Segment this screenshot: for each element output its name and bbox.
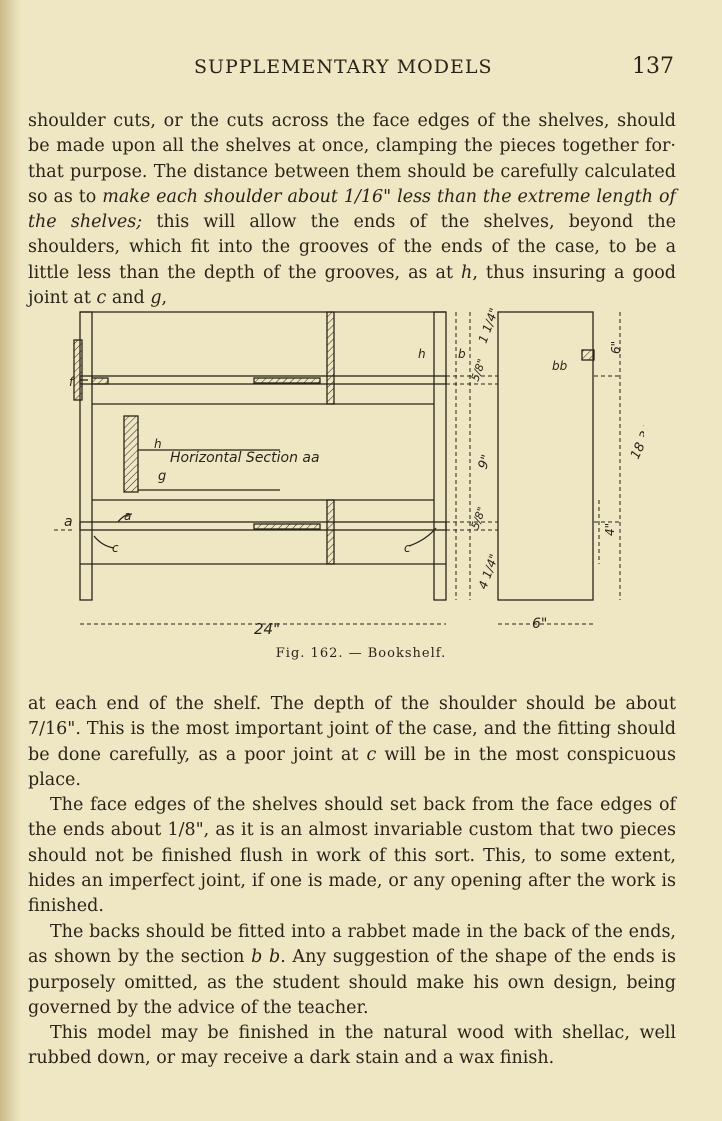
paragraph-1-italic: make each shoulder about 1/16" less than… [28,186,676,233]
label-dim-side-top: 6" [609,341,623,354]
upper-divider [326,311,335,405]
label-h-right: h [418,347,426,361]
horizontal-section-detail [123,415,139,493]
paragraph-1-text-f: , [161,288,168,309]
paragraph-4-section-bb: b b [251,947,281,968]
paragraph-1-text-c: this will allow the ends of the shelves,… [28,212,677,283]
label-dim-side-bottom: 4" [603,523,617,536]
page-number: 137 [632,54,674,79]
label-f: f [69,375,75,389]
running-head: SUPPLEMENTARY MODELS [194,56,493,78]
label-g-inner: g [158,469,166,484]
label-dim-gap: 9" [476,453,495,472]
label-dim-height: 18 3/4" [628,412,644,461]
paragraph-2-text-b: will be in the most conspicuous place. [28,744,677,790]
paragraph-2-text-a: at each end of the shelf. The depth of t… [28,694,676,765]
side-view [497,311,594,601]
label-c-left: c [112,541,119,555]
paragraph-1-letter-g: g [150,288,162,309]
lower-divider [326,499,335,565]
paragraph-4: The backs should be fitted into a rabbet… [28,920,676,1021]
paragraph-5: This model may be finished in the natura… [28,1023,676,1069]
right-end-board [433,311,447,601]
label-a-inner: a [124,509,131,523]
label-dim-upper-shelf: 5/8" [469,357,489,383]
label-a-left: a [64,514,73,530]
label-horizontal-section: Horizontal Section aa [170,450,320,466]
page-header: SUPPLEMENTARY MODELS 137 [0,54,722,84]
paragraph-4-text-a: The backs should be fitted into a rabbet… [28,922,676,968]
bookshelf-figure: Horizontal Section aa h g f a a c c h b … [54,300,662,640]
label-b-top: b [458,347,466,361]
paragraph-2: at each end of the shelf. The depth of t… [28,692,676,793]
label-dim-width: 24" [254,620,280,638]
figure-caption: Fig. 162. — Bookshelf. [275,646,447,661]
bookshelf-drawing: Horizontal Section aa h g f a a c c h b … [54,306,662,638]
label-c-right: c [404,541,411,555]
paragraph-2-letter-c: c [366,744,377,765]
paragraph-4-text-b: . Any suggestion of the shape of the end… [28,947,676,1018]
paragraph-3: The face edges of the shelves should set… [28,795,676,917]
label-dim-lower-shelf: 5/8" [469,505,489,531]
label-dim-depth: 6" [532,616,547,632]
paragraph-1-letter-h: h [461,262,473,283]
label-bb: bb [552,359,568,373]
paragraph-1-text-d: , thus insuring a good joint at [28,262,676,309]
paragraph-1-letter-c: c [96,288,107,309]
paragraph-1: shoulder cuts, or the cuts across the fa… [28,109,676,311]
page-spine-shadow [0,0,22,1121]
lower-shelf [79,521,447,531]
label-h-inner: h [154,437,162,451]
paragraph-1-text-a: shoulder cuts, or the cuts across the fa… [28,111,676,207]
paragraph-1-text-e: and [106,288,151,309]
